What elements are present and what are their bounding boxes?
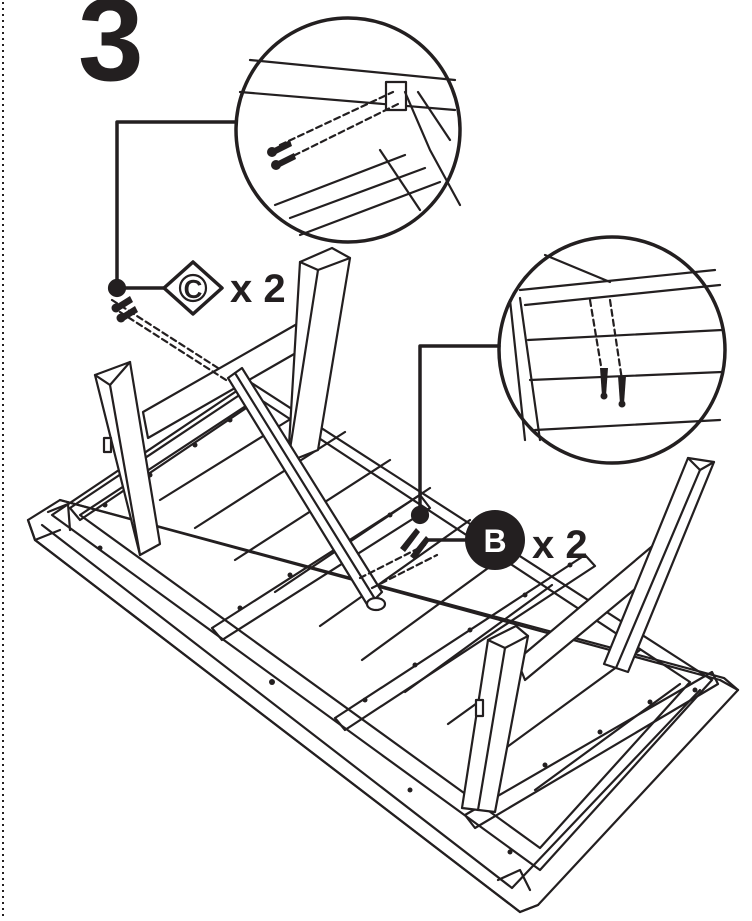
step-number: 3 xyxy=(78,0,144,106)
part-b-letter: B xyxy=(483,523,506,559)
detail-zoom-top xyxy=(234,16,462,244)
part-b-quantity: x 2 xyxy=(532,523,588,567)
part-c-quantity: x 2 xyxy=(230,267,286,311)
dowel-screw-icon xyxy=(400,368,626,560)
part-b-circle-marker xyxy=(465,510,525,570)
left-leg-assembly xyxy=(93,246,387,612)
part-c-diamond-marker xyxy=(162,260,224,316)
callout-b xyxy=(358,235,727,590)
part-c-letter: C xyxy=(184,274,203,304)
hex-bolt-icon xyxy=(111,140,296,323)
detail-zoom-right xyxy=(497,235,727,465)
right-leg-assembly xyxy=(460,456,716,814)
callout-c xyxy=(107,16,462,382)
